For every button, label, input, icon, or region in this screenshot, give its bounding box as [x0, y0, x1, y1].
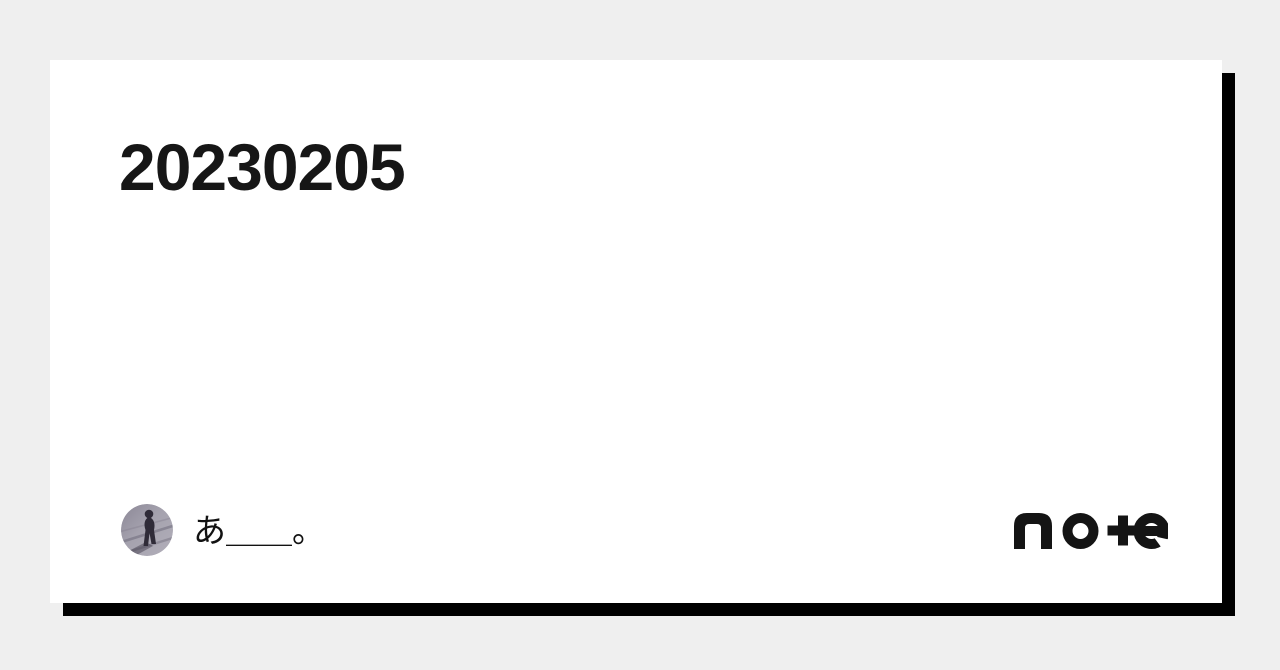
article-card: 20230205	[50, 60, 1222, 603]
article-title: 20230205	[119, 130, 406, 204]
note-logo	[1014, 513, 1168, 549]
author-row: あ＿＿。	[121, 504, 325, 556]
author-avatar-icon	[121, 504, 173, 556]
author-name: あ＿＿。	[193, 511, 325, 549]
